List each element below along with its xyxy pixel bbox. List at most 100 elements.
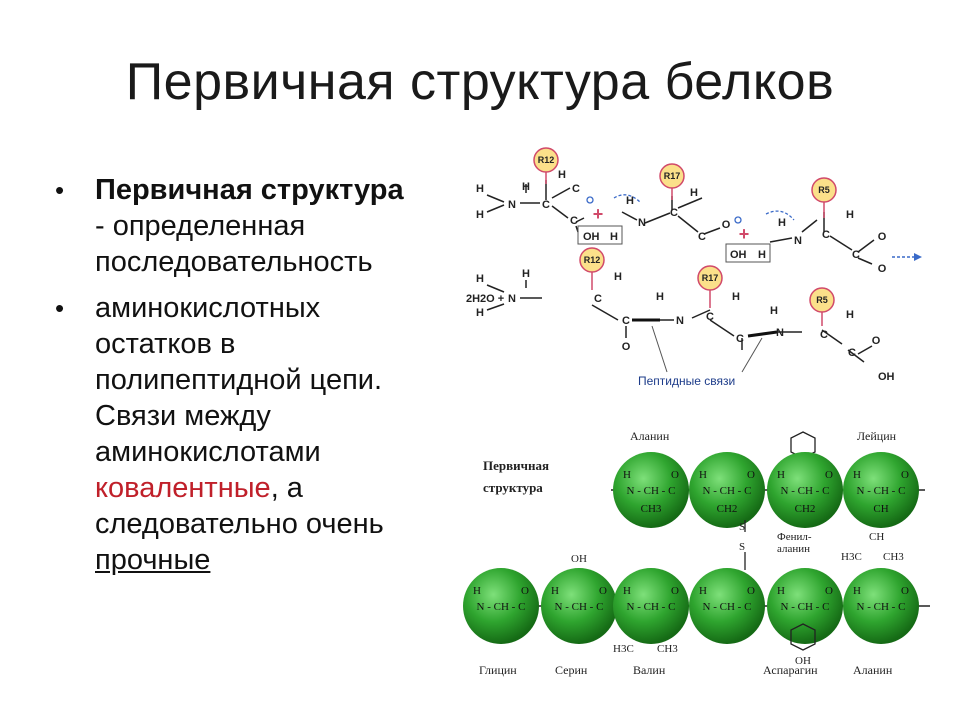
r17-label: R17 [664, 171, 681, 181]
peptide-formation-diagram: R12 R17 R5 R12 R17 R5 H H N H C H C C N … [466, 147, 922, 388]
bullet2-line1: аминокислотных [95, 292, 321, 324]
amino-acid-sphere [541, 568, 617, 644]
svg-text:H: H [846, 309, 854, 321]
bullet2-after-red: , а [270, 472, 303, 504]
backbone-formula: N - CH - C [627, 485, 676, 497]
oh-box-2: OH [730, 249, 747, 261]
atom-o: O [825, 469, 833, 481]
backbone-formula: N - CH - C [857, 485, 906, 497]
svg-text:C: C [670, 207, 678, 219]
svg-text:O: O [878, 231, 887, 243]
svg-text:C: C [852, 249, 860, 261]
atom-o: O [901, 585, 909, 597]
svg-text:O: O [872, 335, 881, 347]
svg-text:C: C [542, 199, 550, 211]
amino-acid-bead: N - CH - C H O [843, 568, 919, 644]
svg-text:H: H [656, 291, 664, 303]
bullet1-bold-term: Первичная структура [95, 174, 404, 206]
svg-text:C: C [572, 183, 580, 195]
amino-acid-bead: N - CH - C H O [689, 568, 765, 644]
svg-text:H: H [558, 169, 566, 181]
serine-oh: OH [571, 553, 587, 565]
bullet-dot-icon: • [55, 175, 65, 205]
bullet2-line3: полипептидной цепи. [95, 364, 383, 396]
atom-o: O [901, 469, 909, 481]
phenylalanine-line2: аланин [777, 543, 810, 555]
amino-acid-sphere [689, 568, 765, 644]
svg-text:C: C [848, 347, 856, 359]
backbone-formula: N - CH - C [703, 601, 752, 613]
atom-o: O [671, 585, 679, 597]
r12-label: R12 [538, 155, 555, 165]
svg-text:H: H [770, 305, 778, 317]
svg-text:N: N [638, 217, 646, 229]
svg-text:H: H [476, 209, 484, 221]
plus-icon: + [593, 204, 604, 224]
bullet1-line2: последовательность [95, 246, 373, 278]
svg-text:C: C [570, 215, 578, 227]
svg-text:H: H [626, 195, 634, 207]
svg-text:H: H [732, 291, 740, 303]
amino-acid-sphere [613, 568, 689, 644]
svg-text:C: C [594, 293, 602, 305]
r5-label: R5 [818, 185, 830, 195]
primary-structure-chain-diagram: Первичная структура Аланин Лейцин N - CH… [463, 429, 930, 677]
amino-name-serine: Серин [555, 663, 588, 677]
svg-text:N: N [776, 327, 784, 339]
leucine-ch: CH [869, 531, 884, 543]
bullet-list: • Первичная структура - определенная пос… [55, 172, 450, 588]
atom-o: O [747, 585, 755, 597]
bullet-item-1: • Первичная структура - определенная пос… [55, 172, 450, 280]
atom-h: H [777, 469, 785, 481]
phenol-ring-icon [790, 623, 816, 651]
oh-box-1: OH [583, 231, 600, 243]
chain-label-line1: Первичная [483, 458, 549, 473]
atom-h: H [699, 585, 707, 597]
amino-acid-sphere [767, 452, 843, 528]
backbone-formula: N - CH - C [857, 601, 906, 613]
sulfur-bottom: S [739, 541, 745, 553]
svg-text:C: C [698, 231, 706, 243]
atom-o: O [825, 585, 833, 597]
svg-text:C: C [622, 315, 630, 327]
valine-h3c: H3C [613, 643, 634, 655]
svg-text:H: H [476, 273, 484, 285]
svg-text:C: C [736, 333, 744, 345]
bullet2-line2: остатков в [95, 328, 236, 360]
svg-text:H: H [476, 183, 484, 195]
atom-o: O [747, 469, 755, 481]
r5-label: R5 [816, 295, 828, 305]
slide-title: Первичная структура белков [125, 53, 835, 111]
svg-text:H: H [778, 217, 786, 229]
amino-acid-sphere [843, 452, 919, 528]
svg-text:H: H [614, 271, 622, 283]
svg-text:C: C [706, 311, 714, 323]
svg-text:H: H [522, 181, 530, 193]
backbone-formula: N - CH - C [703, 485, 752, 497]
amino-acid-sphere [463, 568, 539, 644]
amino-acid-sphere [767, 568, 843, 644]
bullet1-line1: - определенная [95, 210, 306, 242]
atom-h: H [777, 585, 785, 597]
svg-text:H: H [690, 187, 698, 199]
amino-acid-sphere [843, 568, 919, 644]
atom-h: H [623, 585, 631, 597]
strong-word: прочные [95, 544, 211, 576]
atom-o: O [671, 469, 679, 481]
atom-h: H [699, 469, 707, 481]
amino-name-alanine-top: Аланин [630, 429, 670, 443]
svg-text:H: H [846, 209, 854, 221]
amino-name-glycine: Глицин [479, 663, 517, 677]
atom-o: O [521, 585, 529, 597]
atom-h: H [853, 469, 861, 481]
backbone-formula: N - CH - C [477, 601, 526, 613]
svg-text:H: H [522, 268, 530, 280]
amino-name-leucine: Лейцин [857, 429, 897, 443]
amino-acid-sphere [613, 452, 689, 528]
atom-h: H [853, 585, 861, 597]
backbone-formula: N - CH - C [781, 601, 830, 613]
